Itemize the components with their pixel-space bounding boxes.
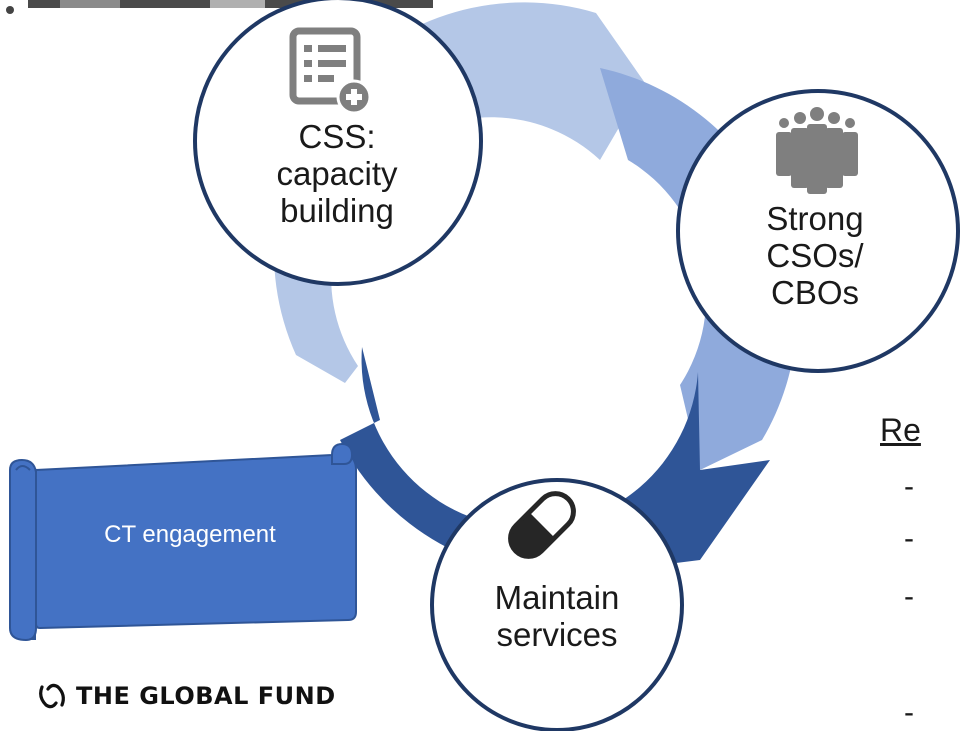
node-maintain-label: Maintain services xyxy=(462,579,652,653)
banner-left-roll xyxy=(9,458,37,642)
node-css-line-2: capacity xyxy=(276,155,398,192)
top-photo-strip xyxy=(6,0,433,14)
ct-engagement-banner xyxy=(9,442,357,642)
node-css-line-1: CSS: xyxy=(298,118,376,155)
node-maintain-circle xyxy=(430,478,684,731)
node-maintain-line-1: Maintain xyxy=(494,579,620,616)
side-dash-1: - xyxy=(904,470,914,503)
logo-text: THE GLOBAL FUND xyxy=(76,682,336,710)
side-dash-3: - xyxy=(904,580,914,613)
banner-label: CT engagement xyxy=(104,521,276,548)
cycle-arrow-dark xyxy=(340,347,770,576)
side-heading: Re xyxy=(880,412,921,448)
cycle-center-hole xyxy=(395,150,695,450)
node-cso-label: Strong CSOs/ CBOs xyxy=(720,200,910,311)
global-fund-logo-icon xyxy=(39,683,65,709)
pill-capsule-icon xyxy=(508,491,576,559)
node-css-label: CSS: capacity building xyxy=(242,118,432,229)
global-fund-logo: THE GLOBAL FUND xyxy=(36,678,336,714)
node-css-circle xyxy=(193,0,483,286)
node-cso-line-2: CSOs/ xyxy=(766,237,864,274)
people-group-icon xyxy=(776,107,858,194)
node-css-line-3: building xyxy=(280,192,394,229)
node-cso-line-3: CBOs xyxy=(770,274,859,311)
node-maintain-line-2: services xyxy=(496,616,618,653)
side-dash-4: - xyxy=(904,696,914,729)
banner-top-right-curl xyxy=(331,442,354,465)
node-cso-line-1: Strong xyxy=(766,200,864,237)
node-cso-circle xyxy=(676,89,960,373)
checklist-add-icon xyxy=(289,27,372,115)
side-dash-2: - xyxy=(904,522,914,555)
